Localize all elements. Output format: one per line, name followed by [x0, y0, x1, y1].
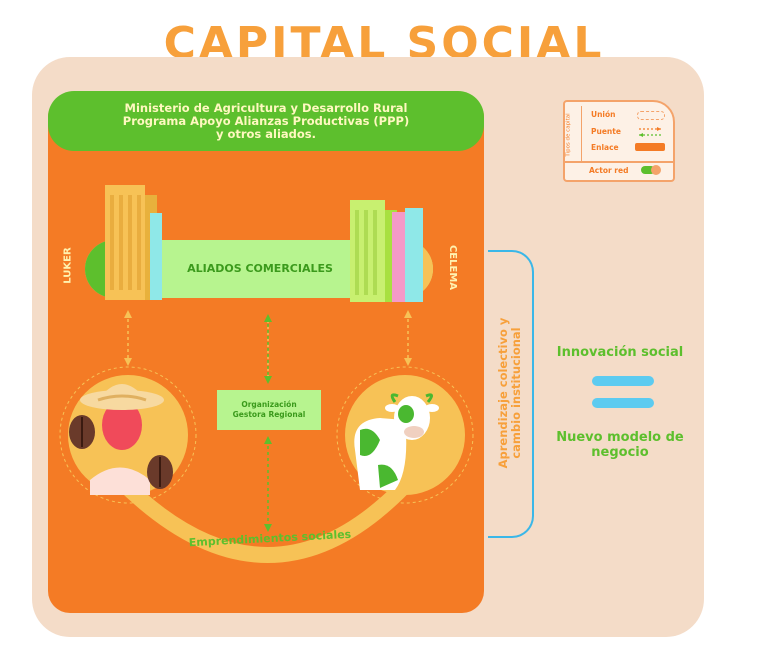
org-line-1: Organización: [241, 400, 297, 409]
legend-enlace-icon: [635, 143, 665, 151]
legend-enlace-label: Enlace: [591, 143, 619, 152]
left-buildings: [105, 185, 162, 300]
legend-divider-horizontal: [565, 161, 673, 163]
learning-bracket: [488, 250, 534, 538]
cow-illustration: [354, 393, 439, 490]
org-line-2: Gestora Regional: [232, 410, 306, 419]
legend-actor-red-icon-orange: [651, 165, 661, 175]
farmer-illustration: [69, 384, 173, 495]
nuevo-modelo-line-2: negocio: [591, 445, 649, 460]
legend-union-icon: [637, 111, 665, 120]
nuevo-modelo-label: Nuevo modelo de negocio: [540, 430, 700, 460]
legend-actor-red-icon-green: [641, 166, 655, 174]
legend-actor-red-label: Actor red: [589, 166, 629, 175]
legend-puente-icon: [639, 127, 661, 137]
bracket-label-line-2: cambio institucional: [509, 327, 523, 459]
legend-divider: [581, 106, 582, 161]
legend: Tipos de capital Unión Puente Enlace Act…: [563, 100, 675, 182]
bracket-label: Aprendizaje colectivo y cambio instituci…: [496, 273, 523, 513]
ministry-line-2: Programa Apoyo Alianzas Productivas (PPP…: [122, 113, 410, 128]
organizacion-gestora-box: Organización Gestora Regional: [217, 390, 321, 430]
emprendimientos-arc: [114, 474, 416, 563]
ministry-line-1: Ministerio de Agricultura y Desarrollo R…: [124, 100, 408, 115]
legend-puente-label: Puente: [591, 127, 621, 136]
legend-union-label: Unión: [591, 110, 616, 119]
allies-label: ALIADOS COMERCIALES: [187, 262, 333, 275]
nuevo-modelo-line-1: Nuevo modelo de: [556, 430, 684, 445]
equals-bar-top: [592, 376, 654, 386]
equals-bar-bottom: [592, 398, 654, 408]
right-buildings: [350, 200, 423, 302]
ministry-line-3: y otros aliados.: [215, 126, 317, 141]
innovacion-social-label: Innovación social: [556, 345, 684, 360]
ministry-banner: Ministerio de Agricultura y Desarrollo R…: [48, 91, 484, 151]
